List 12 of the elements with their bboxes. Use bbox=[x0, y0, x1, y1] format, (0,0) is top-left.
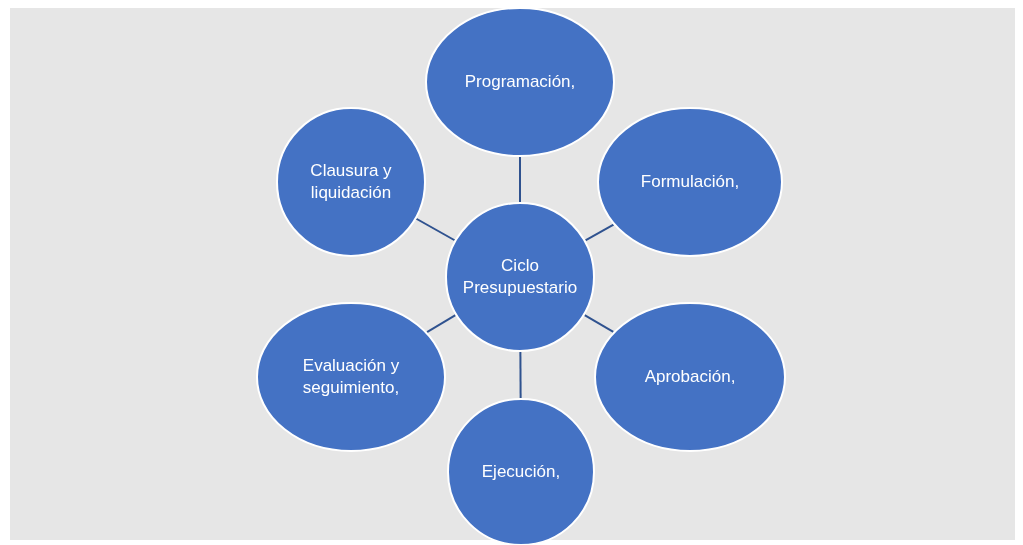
connector-line bbox=[426, 314, 457, 333]
ellipse-node: Programación, bbox=[425, 7, 615, 157]
ellipse-node: Aprobación, bbox=[594, 302, 786, 452]
ellipse-node: Formulación, bbox=[597, 107, 783, 257]
ellipse-node: Clausura y liquidación bbox=[276, 107, 426, 257]
ellipse-node: Ciclo Presupuestario bbox=[445, 202, 595, 352]
connector-line bbox=[583, 314, 615, 333]
connector-line bbox=[519, 351, 522, 399]
connector-line bbox=[415, 217, 456, 242]
ellipse-node: Evaluación y seguimiento, bbox=[256, 302, 446, 452]
connector-line bbox=[519, 156, 521, 203]
connector-line bbox=[584, 223, 615, 242]
